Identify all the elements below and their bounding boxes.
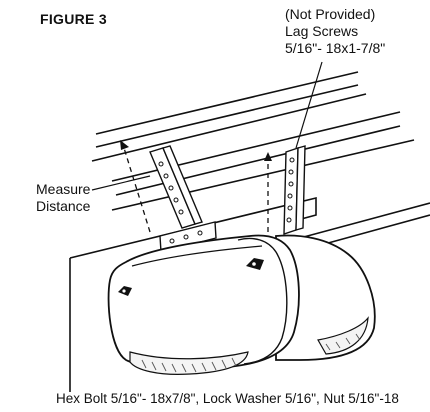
opener-motor-unit xyxy=(107,234,376,375)
distance-label: Distance xyxy=(36,198,91,214)
lens-ribbing xyxy=(141,333,361,373)
callout-leader-lines xyxy=(91,61,323,191)
arrow-heads xyxy=(120,140,272,161)
right-angle-bracket xyxy=(283,145,306,235)
right-bracket-holes xyxy=(286,157,295,223)
not-provided-label: (Not Provided) xyxy=(285,6,376,22)
figure-title: FIGURE 3 xyxy=(40,11,107,27)
left-bracket-holes xyxy=(158,161,203,244)
measure-label: Measure xyxy=(36,181,91,197)
measure-arrows xyxy=(123,147,269,233)
ceiling-joists xyxy=(91,71,415,211)
lag-screws-label: Lag Screws xyxy=(285,23,359,39)
hardware-label: Hex Bolt 5/16"- 18x7/8", Lock Washer 5/1… xyxy=(56,391,399,406)
lag-screw-size-label: 5/16"- 18x1-7/8" xyxy=(285,40,386,56)
release-handle-highlights xyxy=(122,262,256,293)
